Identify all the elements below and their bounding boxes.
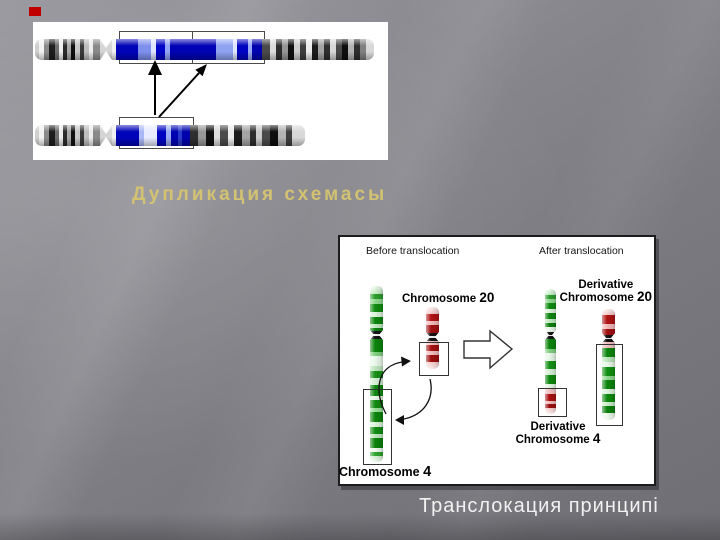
duplication-arrows-icon xyxy=(148,60,207,118)
chromosome-20-label: Chromosome 20 xyxy=(402,290,495,305)
right-arrow-icon xyxy=(463,329,514,370)
duplication-figure xyxy=(33,22,388,160)
centromere-pinch xyxy=(435,332,439,342)
before-translocation-label: Before translocation xyxy=(366,245,460,257)
centromere-pinch xyxy=(552,330,556,340)
derivative-chromosome-4 xyxy=(545,289,556,414)
duplication-caption: Дупликация схемасы xyxy=(132,184,388,205)
translocated-segment-box-chr20 xyxy=(419,342,449,376)
centromere-pinch xyxy=(100,51,112,60)
after-translocation-label: After translocation xyxy=(539,245,624,257)
swap-arrow-up-icon xyxy=(378,361,403,415)
red-marker xyxy=(29,7,41,16)
centromere-pinch xyxy=(602,333,606,343)
translocated-segment-box-der20 xyxy=(596,344,623,426)
translocation-caption: Транслокация принципі xyxy=(419,495,659,517)
swap-arrow-down-icon xyxy=(403,378,432,420)
derivative-chromosome-20 xyxy=(602,309,615,420)
chromosome-ideogram-duplicated xyxy=(35,39,374,60)
centromere-pinch xyxy=(545,330,549,340)
centromere-pinch xyxy=(100,39,112,48)
translocated-segment-box-der4 xyxy=(538,388,567,417)
centromere-pinch xyxy=(100,125,112,134)
chromosome-ideogram-original xyxy=(35,125,305,146)
chromosome-4-label: Chromosome 4 xyxy=(339,464,432,480)
translocated-segment-box-chr4 xyxy=(363,389,392,465)
translocation-figure: Before translocation After translocation xyxy=(338,235,656,486)
centromere-pinch xyxy=(611,333,615,343)
centromere-pinch xyxy=(100,137,112,146)
centromere-pinch xyxy=(426,332,430,342)
translocation-arrows-icon xyxy=(378,329,514,425)
derivative-chromosome-20-label: Derivative Chromosome 20 xyxy=(559,279,652,304)
chromosome-4 xyxy=(370,286,383,462)
derivative-chromosome-4-label: Derivative Chromosome 4 xyxy=(515,421,601,446)
centromere-pinch xyxy=(379,330,383,340)
chromosome-20 xyxy=(426,307,439,369)
centromere-pinch xyxy=(370,330,374,340)
